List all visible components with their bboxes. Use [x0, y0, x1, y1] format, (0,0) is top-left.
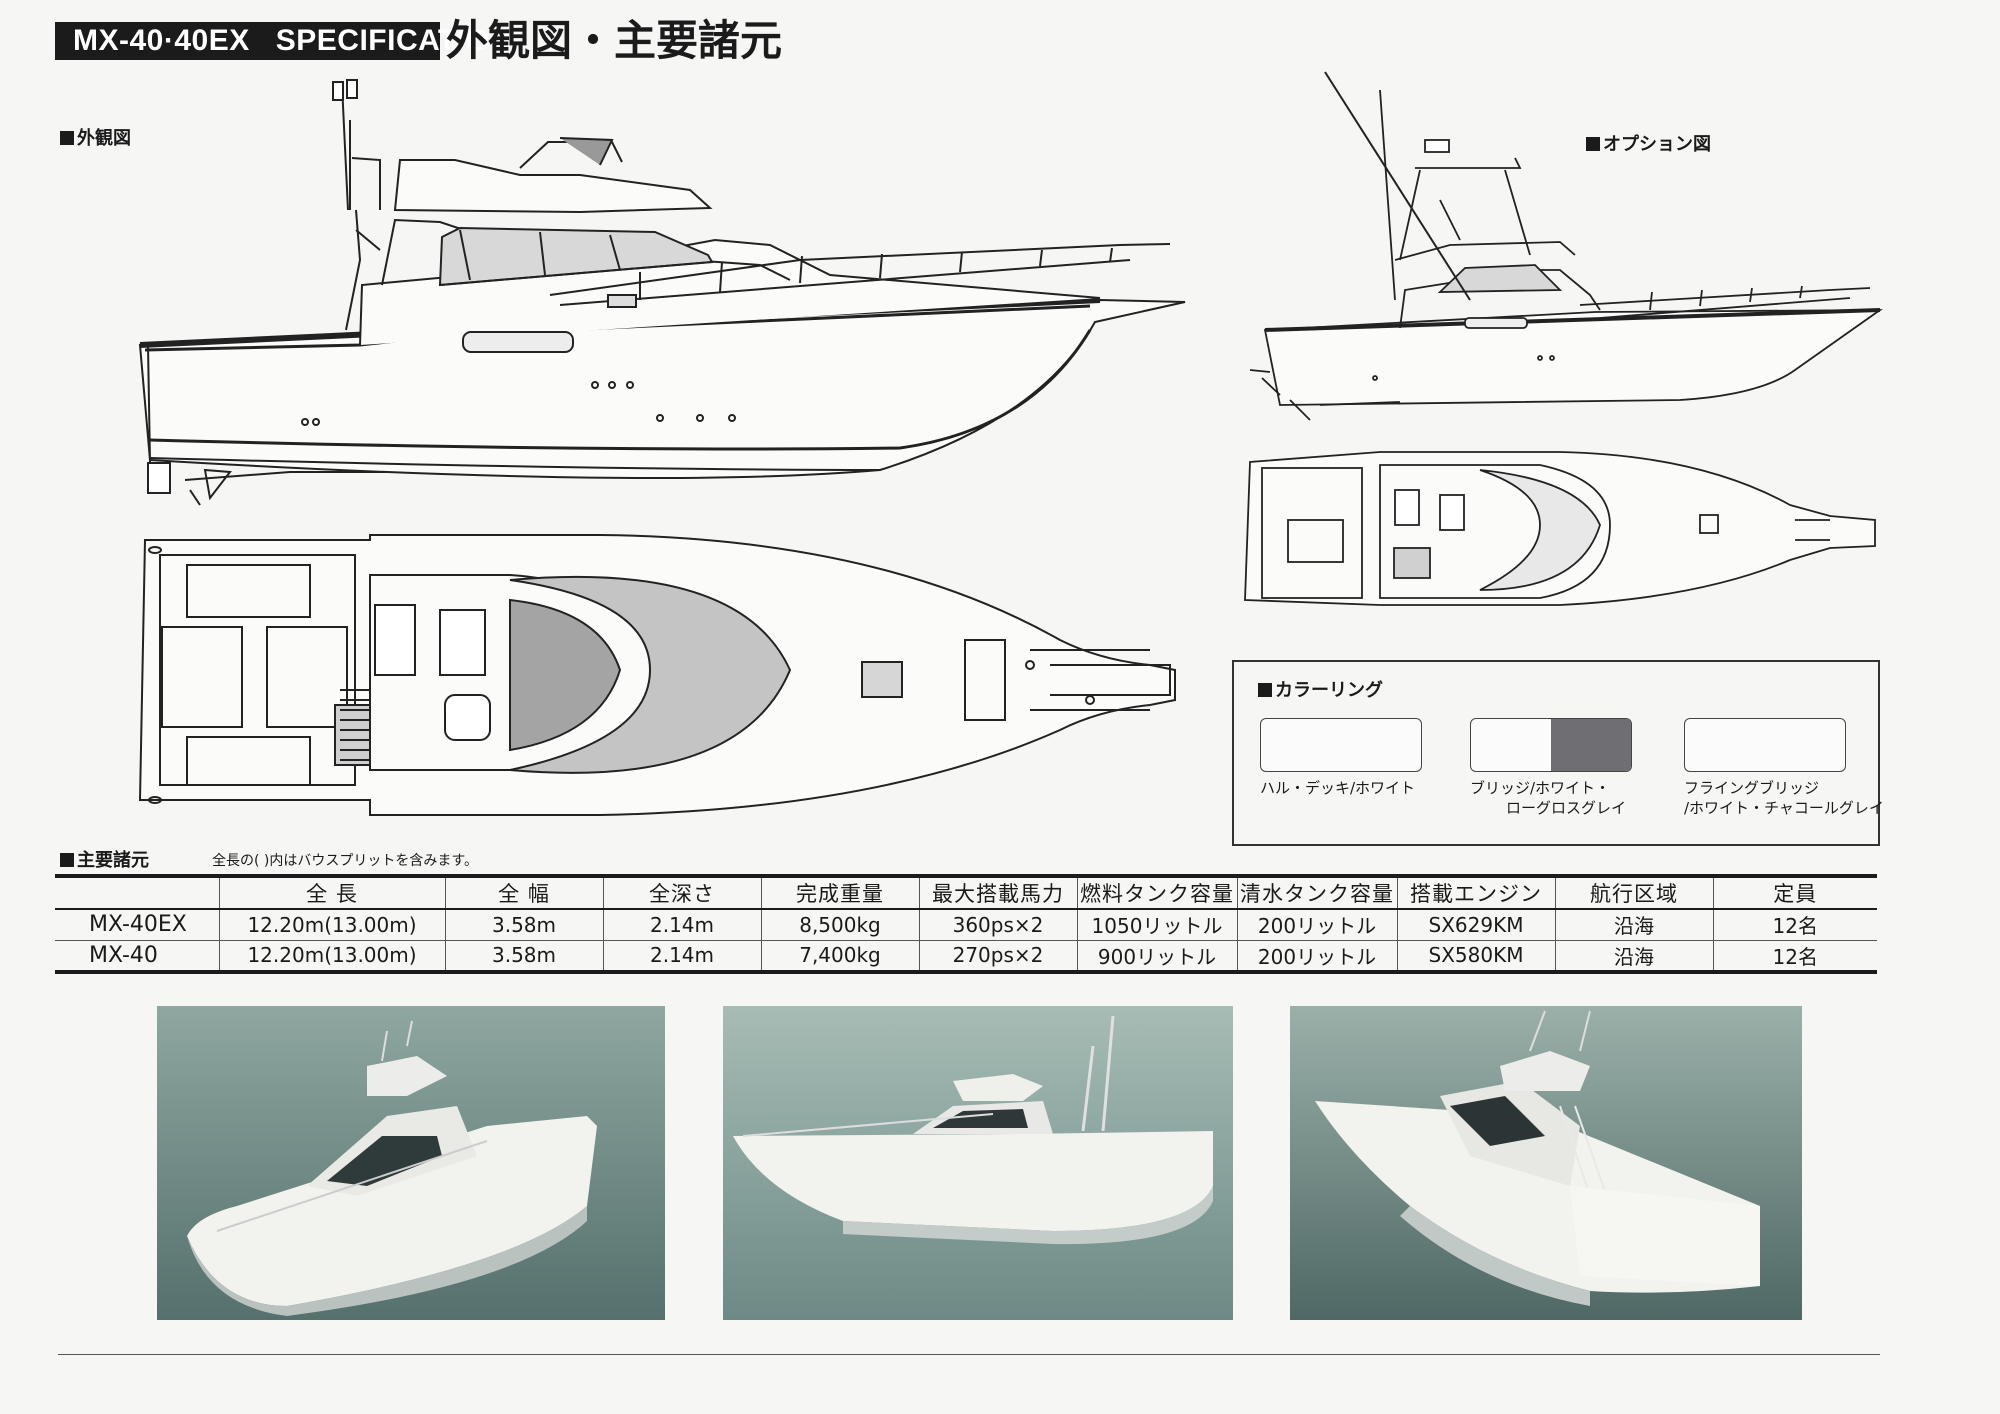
spec-header-capacity: 定員	[1712, 876, 1877, 909]
option-label: オプション図	[1586, 130, 1711, 156]
swatch-hull-deck-caption: ハル・デッキ/ホワイト	[1260, 779, 1416, 797]
spec-header-depth: 全深さ	[602, 876, 761, 909]
spec-cell: 12名	[1712, 940, 1877, 974]
spec-cell: 沿海	[1554, 940, 1713, 974]
spec-cell: 2.14m	[602, 940, 761, 974]
spec-table: 全 長 全 幅 全深さ 完成重量 最大搭載馬力 燃料タンク容量 清水タンク容量 …	[55, 874, 1877, 974]
boat-photo-side	[723, 1006, 1233, 1320]
swatch-bridge-caption-1: ブリッジ/ホワイト・	[1470, 779, 1611, 797]
coloring-panel: カラーリング ハル・デッキ/ホワイト ブリッジ/ホワイト・ ローグロスグレイ フ…	[1232, 660, 1884, 846]
spec-cell: 12.20m(13.00m)	[218, 940, 445, 974]
swatch-flybridge-caption-2: /ホワイト・チャコールグレイ	[1684, 799, 1884, 817]
header-model-bar: MX-40·40EX SPECIFICATION	[55, 22, 511, 60]
spec-cell: 12名	[1712, 909, 1877, 941]
spec-header-row: 全 長 全 幅 全深さ 完成重量 最大搭載馬力 燃料タンク容量 清水タンク容量 …	[55, 876, 1877, 909]
spec-header-area: 航行区域	[1554, 876, 1713, 909]
spec-header-length: 全 長	[218, 876, 445, 909]
boat-photo-stern-quarter	[1290, 1006, 1802, 1320]
header-spec-word: SPECIFICATION	[275, 24, 512, 57]
spec-cell: 3.58m	[444, 940, 603, 974]
table-row: MX-40EX 12.20m(13.00m) 3.58m 2.14m 8,500…	[55, 909, 1877, 941]
page-title: 外観図・主要諸元	[446, 16, 783, 65]
spec-cell: SX580KM	[1396, 940, 1555, 974]
spec-cell: 1050リットル	[1076, 909, 1237, 941]
header-model: MX-40·40EX	[73, 24, 250, 57]
spec-cell: 8,500kg	[760, 909, 919, 941]
spec-cell: 2.14m	[602, 909, 761, 941]
spec-model: MX-40EX	[55, 909, 219, 941]
swatch-hull-deck	[1260, 718, 1422, 772]
coloring-label: カラーリング	[1258, 676, 1383, 702]
spec-header-width: 全 幅	[444, 876, 603, 909]
spec-model: MX-40	[55, 940, 219, 974]
spec-cell: 12.20m(13.00m)	[218, 909, 445, 941]
swatch-bridge-grey	[1551, 719, 1631, 771]
spec-cell: 3.58m	[444, 909, 603, 941]
specs-label: 主要諸元	[60, 846, 149, 872]
exterior-label: 外観図	[60, 124, 131, 150]
spec-cell: 200リットル	[1236, 909, 1397, 941]
swatch-bridge-caption-2: ローグロスグレイ	[1506, 799, 1627, 817]
spec-cell: 沿海	[1554, 909, 1713, 941]
swatch-flybridge-caption-1: フライングブリッジ	[1684, 779, 1820, 797]
footer-rule	[58, 1354, 1880, 1355]
spec-header-blank	[55, 876, 219, 909]
spec-header-power: 最大搭載馬力	[918, 876, 1077, 909]
swatch-bridge	[1470, 718, 1632, 772]
boat-photo-bow-quarter	[157, 1006, 665, 1320]
spec-cell: 900リットル	[1076, 940, 1237, 974]
spec-cell: SX629KM	[1396, 909, 1555, 941]
spec-header-fuel: 燃料タンク容量	[1076, 876, 1237, 909]
table-row: MX-40 12.20m(13.00m) 3.58m 2.14m 7,400kg…	[55, 940, 1877, 974]
swatch-flybridge	[1684, 718, 1846, 772]
spec-note: 全長の( )内はバウスプリットを含みます。	[212, 853, 478, 869]
spec-cell: 270ps×2	[918, 940, 1077, 974]
spec-cell: 200リットル	[1236, 940, 1397, 974]
spec-header-water: 清水タンク容量	[1236, 876, 1397, 909]
spec-cell: 7,400kg	[760, 940, 919, 974]
spec-header-engine: 搭載エンジン	[1396, 876, 1555, 909]
spec-header-weight: 完成重量	[760, 876, 919, 909]
spec-cell: 360ps×2	[918, 909, 1077, 941]
